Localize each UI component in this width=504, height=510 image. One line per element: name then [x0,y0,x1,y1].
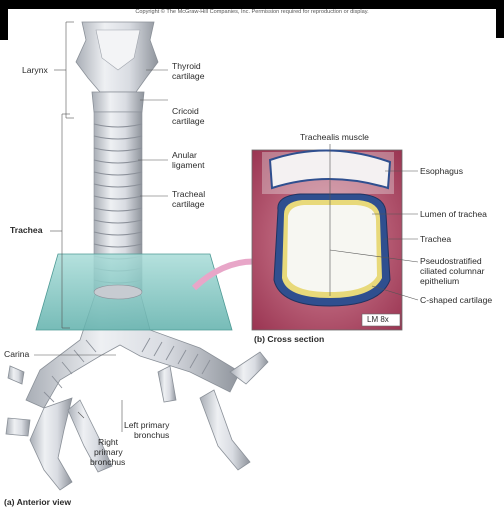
label-left-bronchus-2: bronchus [134,430,169,440]
label-anular-1: Anular [172,150,197,160]
cross-section-micrograph [252,150,402,330]
larynx-shape [76,22,158,112]
label-trachea: Trachea [10,225,43,235]
caption-anterior: (a) Anterior view [4,497,71,507]
label-larynx: Larynx [22,65,48,75]
label-pseudo-2: ciliated columnar [420,266,484,276]
label-lumen: Lumen of trachea [420,209,487,219]
caption-cross-section: (b) Cross section [254,334,324,344]
label-trachea-cs: Trachea [420,234,451,244]
label-c-shaped: C-shaped cartilage [420,295,492,305]
label-cricoid-2: cartilage [172,116,204,126]
label-cricoid-1: Cricoid [172,106,199,116]
label-left-bronchus-1: Left primary [124,420,169,430]
label-anular-2: ligament [172,160,204,170]
label-trachealis: Trachealis muscle [300,132,369,142]
label-tracheal-2: cartilage [172,199,204,209]
label-right-bronchus-1: Right [98,437,118,447]
label-carina: Carina [4,349,29,359]
label-pseudo-1: Pseudostratified [420,256,482,266]
section-cut [94,285,142,299]
label-esophagus: Esophagus [420,166,463,176]
label-pseudo-3: epithelium [420,276,459,286]
label-thyroid-2: cartilage [172,71,204,81]
label-right-bronchus-2: primary [94,447,123,457]
label-magnification: LM 8x [367,315,389,325]
label-right-bronchus-3: bronchus [90,457,125,467]
label-thyroid-1: Thyroid [172,61,201,71]
label-tracheal-1: Tracheal [172,189,205,199]
